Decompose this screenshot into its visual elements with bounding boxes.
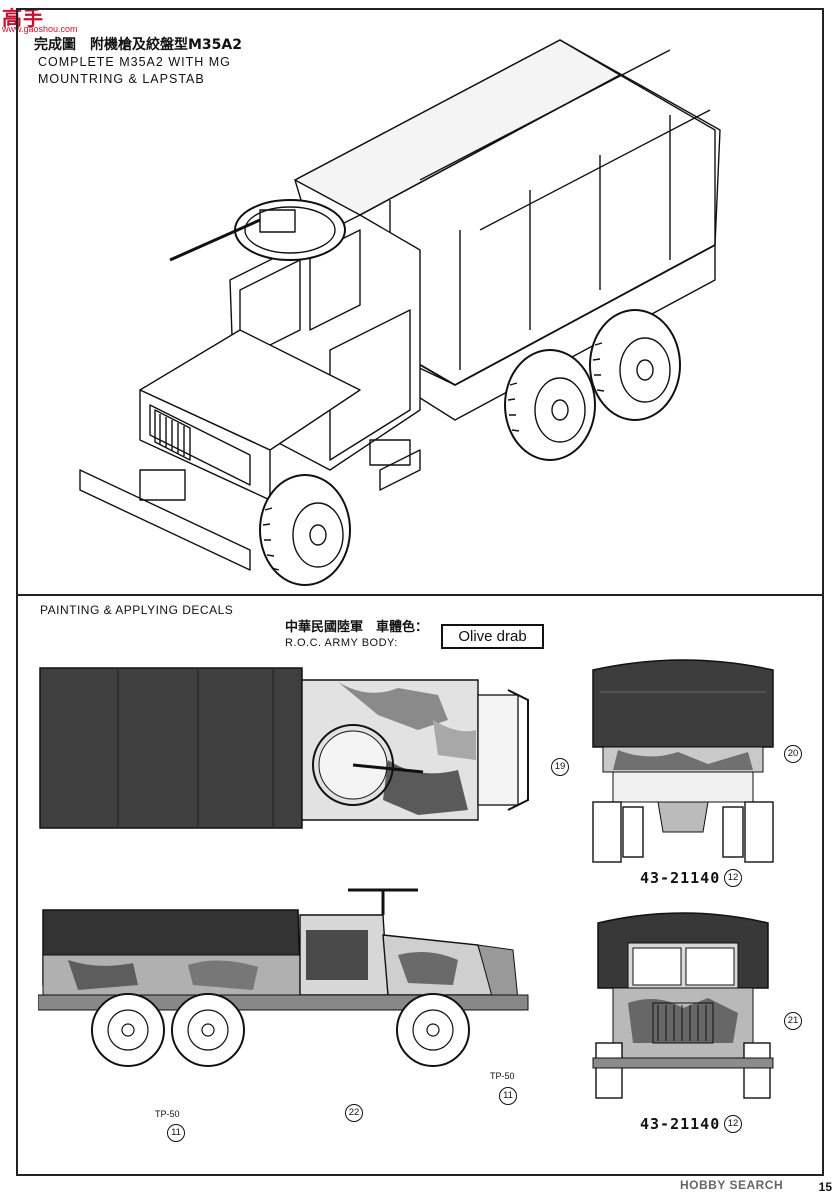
decal-callout-11-side-front: 11 <box>499 1087 517 1105</box>
section-divider <box>16 594 824 596</box>
watermark-logo: 高手 www.gaoshou.com <box>0 0 78 36</box>
completed-title-cn: 完成圖 附機槍及絞盤型M35A2 <box>34 37 242 53</box>
hobby-search-logo: HOBBY SEARCH <box>680 1178 784 1192</box>
truck-top-view <box>39 667 529 829</box>
truck-side-view <box>38 888 529 1067</box>
body-color-box: Olive drab <box>441 624 544 649</box>
truck-isometric-illustration <box>79 39 721 586</box>
decal-callout-21: 21 <box>784 1012 802 1030</box>
rear-license-plate: 43-21140 <box>640 869 721 887</box>
truck-front-view <box>592 912 774 1099</box>
army-label-en: R.O.C. ARMY BODY: <box>285 637 398 649</box>
decal-callout-11-side-rear: 11 <box>167 1124 185 1142</box>
truck-rear-view <box>592 659 774 863</box>
decal-callout-12-rear: 12 <box>724 869 742 887</box>
front-license-plate: 43-21140 <box>640 1115 721 1133</box>
watermark-brand: 高手 <box>2 6 44 30</box>
decal-callout-20: 20 <box>784 745 802 763</box>
tp50-label-side-rear: TP-50 <box>155 1109 180 1119</box>
army-label-cn: 中華民國陸軍 車體色： <box>285 620 429 635</box>
completed-title-en: COMPLETE M35A2 WITH MG MOUNTRING & LAPST… <box>38 55 231 86</box>
decal-callout-12-front: 12 <box>724 1115 742 1133</box>
tp50-label-side-front: TP-50 <box>490 1071 515 1081</box>
decal-callout-19: 19 <box>551 758 569 776</box>
watermark-site: www.gaoshou.com <box>2 24 78 34</box>
decal-callout-22: 22 <box>345 1104 363 1122</box>
page-frame <box>16 8 824 1176</box>
page-number: 15 <box>818 1180 832 1194</box>
painting-section-title: PAINTING & APPLYING DECALS <box>40 603 234 617</box>
